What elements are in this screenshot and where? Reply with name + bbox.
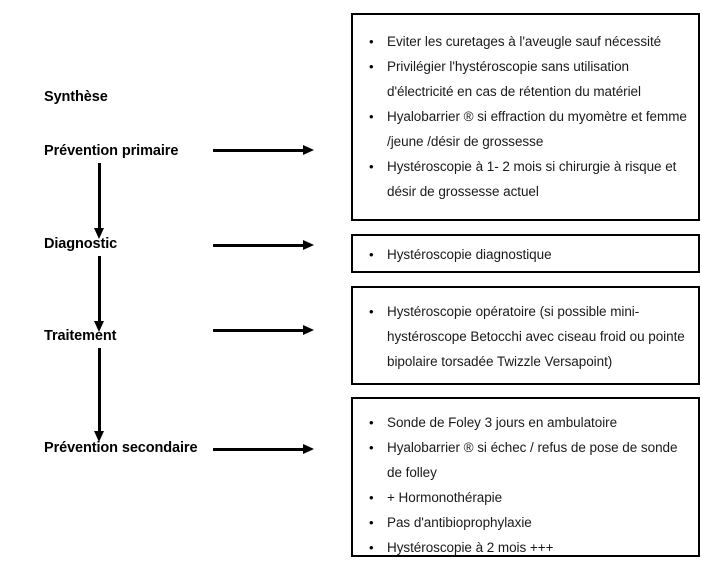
stage-label-prevention-primaire: Prévention primaire [44,143,179,159]
stage-label-prevention-secondaire: Prévention secondaire [44,440,198,456]
list-item: + Hormonothérapie [361,485,690,510]
list-item: Pas d'antibioprophylaxie [361,510,690,535]
list-item: Hystéroscopie diagnostique [361,242,690,267]
list-item: Hyalobarrier ® si effraction du myomètre… [361,104,690,154]
prevention-primaire-panel: Eviter les curetages à l'aveugle sauf né… [351,13,700,221]
list-item: Sonde de Foley 3 jours en ambulatoire [361,410,690,435]
arrow-to-traitement-panel [213,325,314,336]
list-item: Hystéroscopie opératoire (si possible mi… [361,299,690,374]
list-item: Eviter les curetages à l'aveugle sauf né… [361,29,690,54]
stage-label-diagnostic: Diagnostic [44,236,118,252]
stage-label-synthese: Synthèse [44,89,108,105]
connector-arrow-diagnostic-to-traitement [94,256,105,332]
arrow-to-prevention-secondaire-panel [213,444,314,455]
diagnostic-panel: Hystéroscopie diagnostique [351,234,700,273]
panel-list: Eviter les curetages à l'aveugle sauf né… [361,29,690,204]
list-item: Privilégier l'hystéroscopie sans utilisa… [361,54,690,104]
list-item: Hystéroscopie à 2 mois +++ [361,535,690,560]
connector-arrow-primaire-to-diagnostic [94,163,105,239]
traitement-panel: Hystéroscopie opératoire (si possible mi… [351,286,700,385]
panel-list: Hystéroscopie diagnostique [361,242,690,267]
list-item: Hystéroscopie à 1- 2 mois si chirurgie à… [361,154,690,204]
connector-arrow-traitement-to-secondaire [94,348,105,442]
arrow-to-diagnostic-panel [213,240,314,251]
list-item: Hyalobarrier ® si échec / refus de pose … [361,435,690,485]
panel-list: Sonde de Foley 3 jours en ambulatoire Hy… [361,410,690,560]
arrow-to-prevention-primaire-panel [213,145,314,156]
stage-label-traitement: Traitement [44,328,117,344]
panel-list: Hystéroscopie opératoire (si possible mi… [361,299,690,374]
prevention-secondaire-panel: Sonde de Foley 3 jours en ambulatoire Hy… [351,397,700,560]
